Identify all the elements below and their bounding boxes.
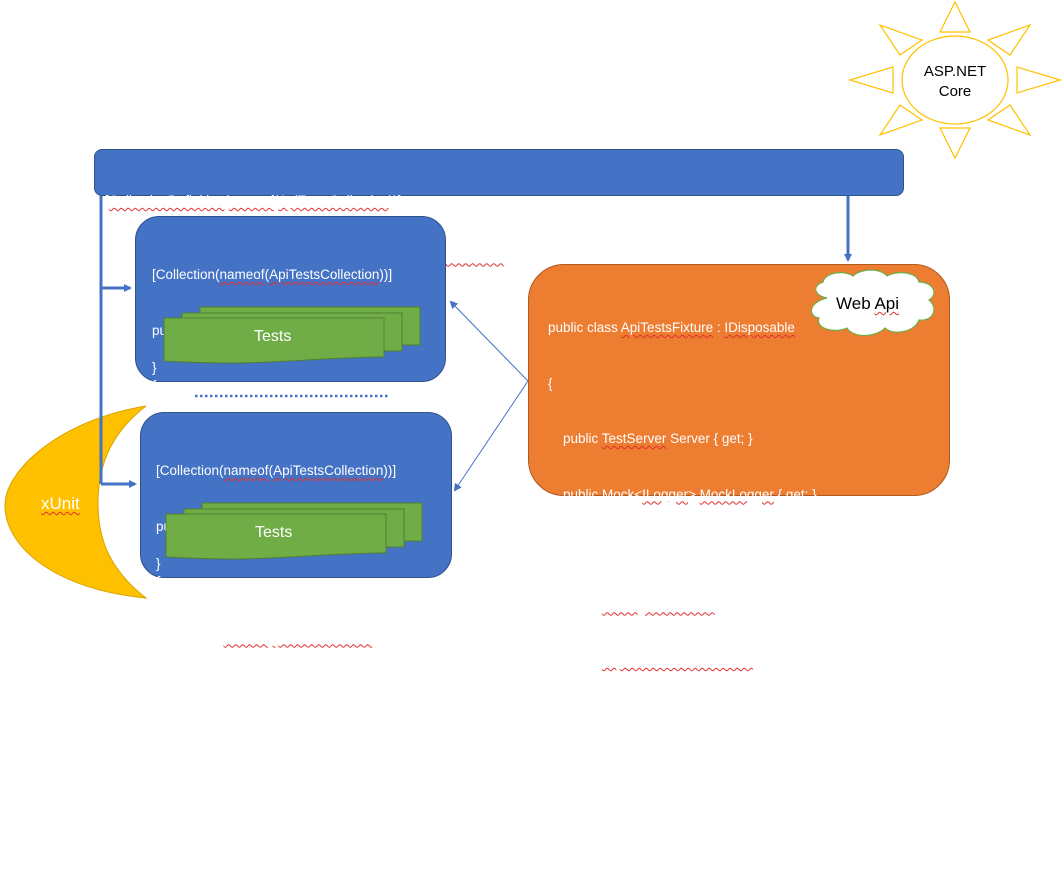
- fixture-line-4: public Mock<ILogger> MockLogger { get; }: [548, 486, 817, 502]
- fixture-line-7: public int TimeoutInMilliseconds { get; …: [548, 653, 796, 668]
- account-controller-tests-box: [Collection(nameof(ApiTestsCollection))]…: [140, 412, 452, 645]
- fixture-injection-arrows: [449, 300, 529, 492]
- values-tests-stack: [163, 306, 421, 364]
- aspnet-core-sun-icon: [847, 0, 1062, 160]
- aspnet-line2: Core: [938, 83, 972, 100]
- fixture-line-2: {: [548, 375, 553, 391]
- values-close-brace: }: [152, 360, 157, 375]
- collection-definition-line-1: [CollectionDefinition(nameof(ApiTestsCol…: [105, 193, 402, 208]
- collection-definition-box: [CollectionDefinition(nameof(ApiTestsCol…: [94, 149, 904, 264]
- diagram-canvas: [4, 0, 1062, 599]
- xunit-label: xUnit: [41, 494, 80, 513]
- account-tests-label: Tests: [255, 524, 293, 541]
- values-controller-tests-box: [Collection(nameof(ApiTestsCollection))]…: [135, 216, 446, 449]
- web-api-label-api: Api: [874, 294, 900, 313]
- account-tests-stack: [165, 502, 423, 560]
- collection-connectors: [99, 196, 852, 488]
- account-close-brace: }: [156, 556, 161, 571]
- account-line-3: {: [156, 574, 161, 589]
- account-tests-page-1: [165, 513, 387, 560]
- fixture-line-9: .........................: [548, 764, 710, 779]
- web-api-cloud-icon: [810, 269, 935, 337]
- aspnet-core-label: ASP.NET Core: [905, 62, 1005, 102]
- account-line-1: [Collection(nameof(ApiTestsCollection))]: [156, 463, 397, 478]
- web-api-label: Web Api: [836, 294, 900, 313]
- values-line-1: [Collection(nameof(ApiTestsCollection))]: [152, 267, 393, 282]
- values-tests-label: Tests: [254, 328, 292, 345]
- account-line-4: protected readonly AccountService Client…: [156, 629, 415, 645]
- fixture-line-3: public TestServer Server { get; }: [548, 431, 753, 446]
- aspnet-line1: ASP.NET: [923, 63, 987, 80]
- fixture-line-6: public IConfigurationRoot Configuration …: [548, 597, 842, 613]
- fixture-line-1: public class ApiTestsFixture : IDisposab…: [548, 320, 795, 335]
- fixture-line-8: [548, 708, 949, 727]
- values-tests-page-1: [163, 317, 385, 364]
- values-line-3: {: [152, 378, 157, 393]
- fixture-line-10: }: [548, 819, 553, 835]
- fixture-line-5: [548, 541, 949, 560]
